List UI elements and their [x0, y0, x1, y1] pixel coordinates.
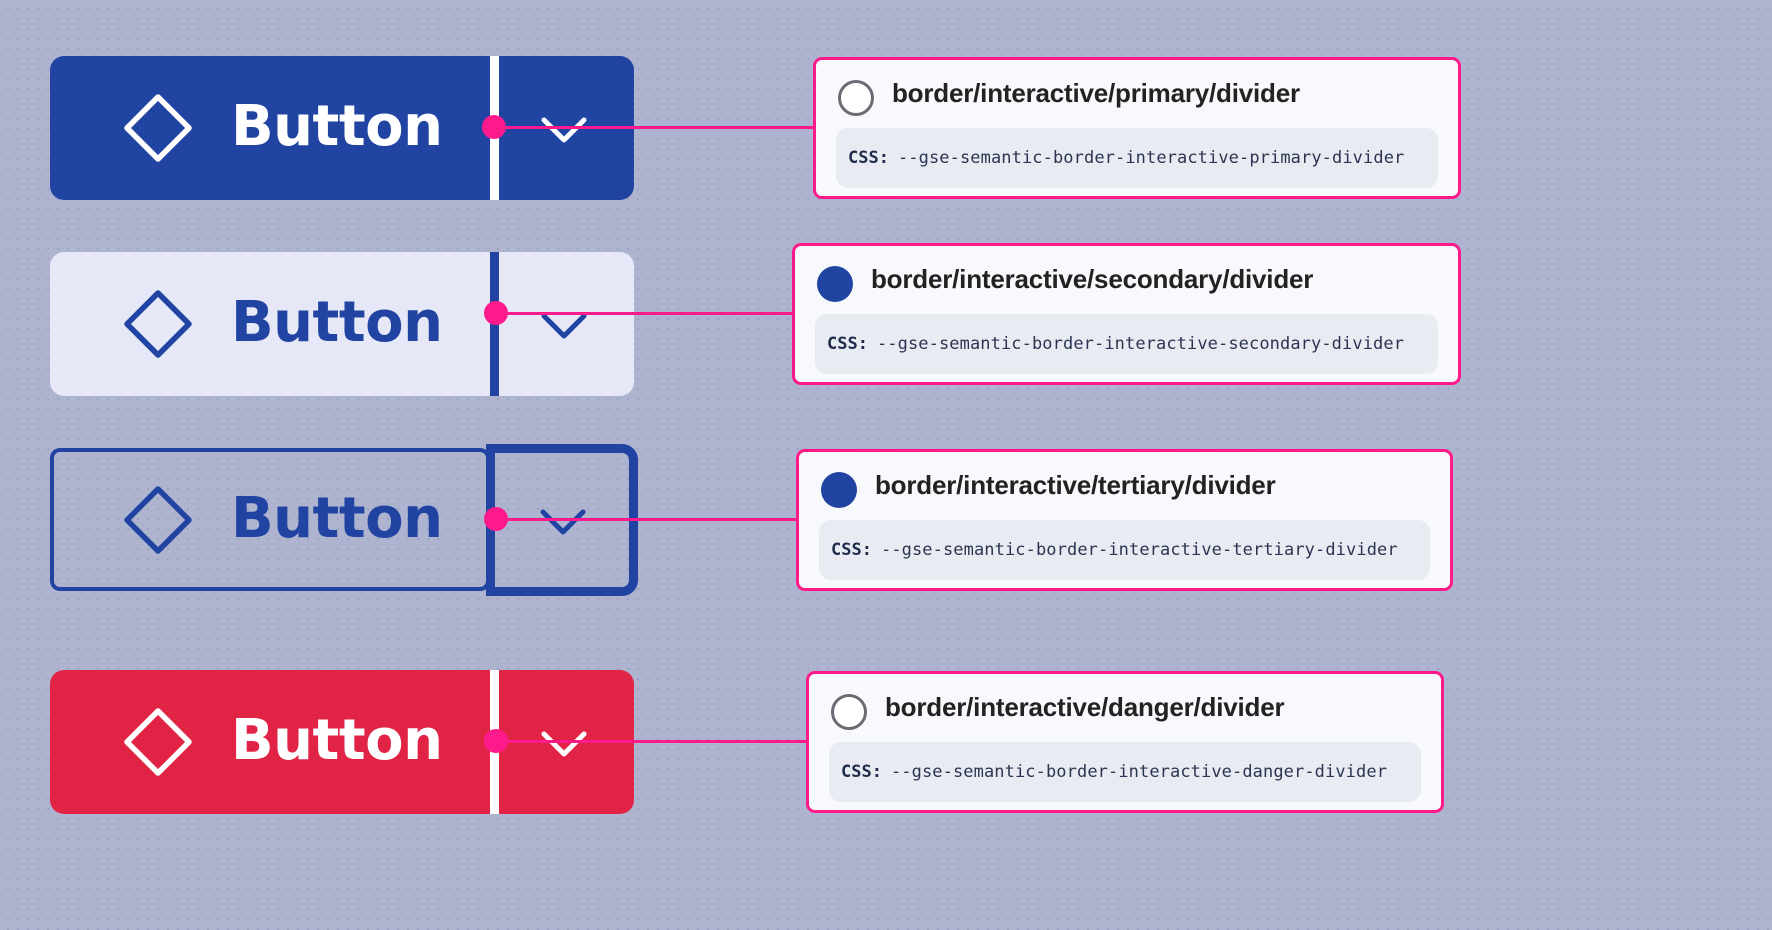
chevron-down-icon [540, 509, 586, 535]
connector-dot-primary [482, 115, 506, 139]
diamond-icon [124, 94, 192, 162]
connector-line-secondary [496, 311, 793, 315]
secondary-split-button: Button [50, 252, 634, 396]
token-card-secondary: border/interactive/secondary/divider CSS… [792, 243, 1461, 385]
css-variable-box: CSS: --gse-semantic-border-interactive-t… [819, 520, 1430, 580]
chevron-down-icon [541, 731, 586, 757]
token-name: border/interactive/primary/divider [892, 78, 1300, 108]
chevron-down-icon [541, 117, 586, 143]
secondary-dropdown-toggle[interactable] [499, 252, 634, 396]
button-label: Button [231, 485, 443, 551]
css-label: CSS: [827, 334, 868, 354]
color-swatch-blue [821, 472, 857, 508]
css-variable: --gse-semantic-border-interactive-tertia… [880, 540, 1398, 560]
connector-line-danger [496, 739, 807, 743]
color-swatch-white [831, 694, 867, 730]
diamond-icon [124, 708, 192, 776]
secondary-main-button[interactable]: Button [50, 252, 490, 396]
color-swatch-white [838, 80, 874, 116]
connector-dot-secondary [484, 301, 508, 325]
primary-main-button[interactable]: Button [50, 56, 490, 200]
css-variable-box: CSS: --gse-semantic-border-interactive-p… [836, 128, 1438, 188]
chevron-down-icon [541, 313, 586, 339]
button-label: Button [231, 290, 443, 356]
diamond-icon [124, 485, 192, 554]
color-swatch-blue [817, 266, 853, 302]
token-card-tertiary: border/interactive/tertiary/divider CSS:… [796, 449, 1453, 591]
css-label: CSS: [841, 762, 882, 782]
connector-dot-danger [484, 729, 508, 753]
danger-main-button[interactable]: Button [50, 670, 490, 814]
css-variable: --gse-semantic-border-interactive-second… [876, 334, 1405, 354]
token-card-danger: border/interactive/danger/divider CSS: -… [806, 671, 1444, 813]
token-name: border/interactive/secondary/divider [871, 264, 1314, 294]
connector-dot-tertiary [484, 507, 508, 531]
tertiary-split-button: Button [50, 448, 490, 591]
button-label: Button [231, 94, 443, 160]
css-label: CSS: [831, 540, 872, 560]
css-variable: --gse-semantic-border-interactive-danger… [890, 762, 1388, 782]
diamond-icon [124, 290, 192, 358]
button-label: Button [231, 708, 443, 774]
css-variable: --gse-semantic-border-interactive-primar… [897, 148, 1405, 168]
connector-line-primary [494, 125, 814, 129]
css-label: CSS: [848, 148, 889, 168]
css-variable-box: CSS: --gse-semantic-border-interactive-s… [815, 314, 1438, 374]
token-name: border/interactive/tertiary/divider [875, 470, 1276, 500]
token-name: border/interactive/danger/divider [885, 692, 1285, 722]
token-card-primary: border/interactive/primary/divider CSS: … [813, 57, 1461, 199]
css-variable-box: CSS: --gse-semantic-border-interactive-d… [829, 742, 1421, 802]
tertiary-main-button[interactable]: Button [50, 448, 490, 591]
connector-line-tertiary [496, 517, 797, 521]
